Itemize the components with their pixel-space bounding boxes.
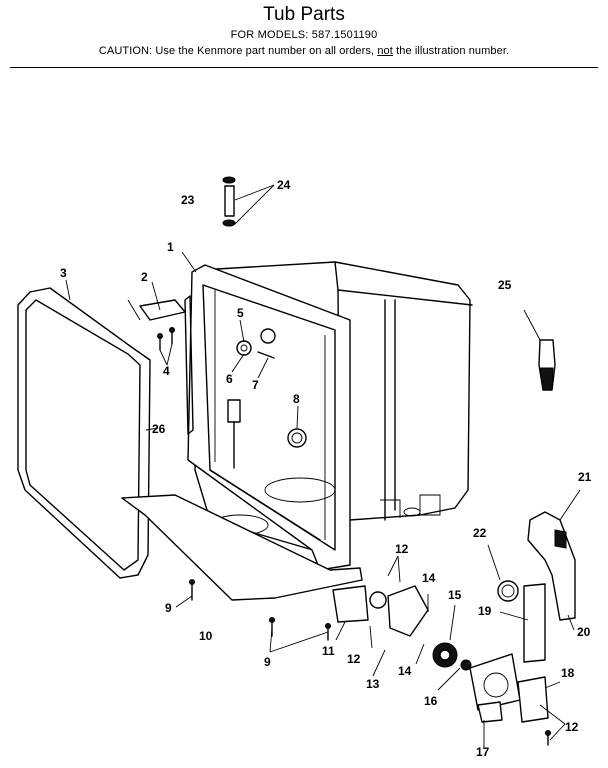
leader-lines: [65, 184, 581, 748]
callout-12a: 12: [395, 542, 409, 556]
callout-6: 6: [226, 372, 233, 386]
callout-9a: 9: [165, 601, 172, 615]
callout-14b: 14: [398, 664, 412, 678]
callout-18: 18: [561, 666, 575, 680]
part-10-base-tray: [121, 494, 363, 601]
part-25-nozzle: [538, 339, 556, 391]
models-line: FOR MODELS: 587.1501190: [230, 29, 378, 41]
part-8-ring: [287, 428, 307, 448]
part-4-screws: [157, 327, 175, 351]
part-1-seal-strip: [184, 295, 194, 435]
callout-10: 10: [199, 629, 213, 643]
caution-text-pre: CAUTION: Use the Kenmore part number on …: [98, 45, 378, 57]
pump-assembly: [332, 585, 472, 671]
page-title: Tub Parts: [263, 4, 345, 25]
callout-11: 11: [322, 644, 335, 658]
part-3-gasket-outer: [17, 287, 151, 579]
callout-7: 7: [252, 378, 259, 392]
callout-17: 17: [476, 745, 490, 759]
callout-25: 25: [498, 278, 512, 292]
callout-2: 2: [141, 270, 148, 284]
callout-20: 20: [577, 625, 591, 639]
float-post: [227, 399, 241, 423]
callout-8: 8: [293, 392, 300, 406]
callout-13: 13: [366, 677, 380, 691]
caution-text-post: the illustration number.: [392, 45, 510, 57]
screws-misc: [189, 579, 551, 746]
header-rule: [10, 67, 598, 68]
part-3-gasket-inner: [25, 299, 141, 571]
callout-1: 1: [167, 240, 174, 254]
callout-15: 15: [448, 588, 462, 602]
callout-5: 5: [237, 306, 244, 320]
caution-line: CAUTION: Use the Kenmore part number on …: [0, 45, 608, 57]
callout-12c: 12: [565, 720, 579, 734]
callout-26: 26: [152, 422, 166, 436]
callout-14a: 14: [422, 571, 436, 585]
parts-23-24: [222, 176, 236, 227]
callout-24: 24: [277, 178, 291, 192]
callout-16: 16: [424, 694, 438, 708]
parts-17-22: [469, 511, 576, 723]
tub-front-frame: [187, 264, 351, 571]
callout-19: 19: [478, 604, 492, 618]
callout-23: 23: [181, 193, 195, 207]
caution-text-not: not: [377, 45, 393, 57]
parts-5-6-7: [236, 328, 276, 359]
callout-22: 22: [473, 526, 487, 540]
callout-4: 4: [163, 364, 170, 378]
callout-21: 21: [578, 470, 592, 484]
part-2-hinge: [139, 299, 186, 321]
callout-12b: 12: [347, 652, 361, 666]
callout-3: 3: [60, 266, 67, 280]
callout-9b: 9: [264, 655, 271, 669]
